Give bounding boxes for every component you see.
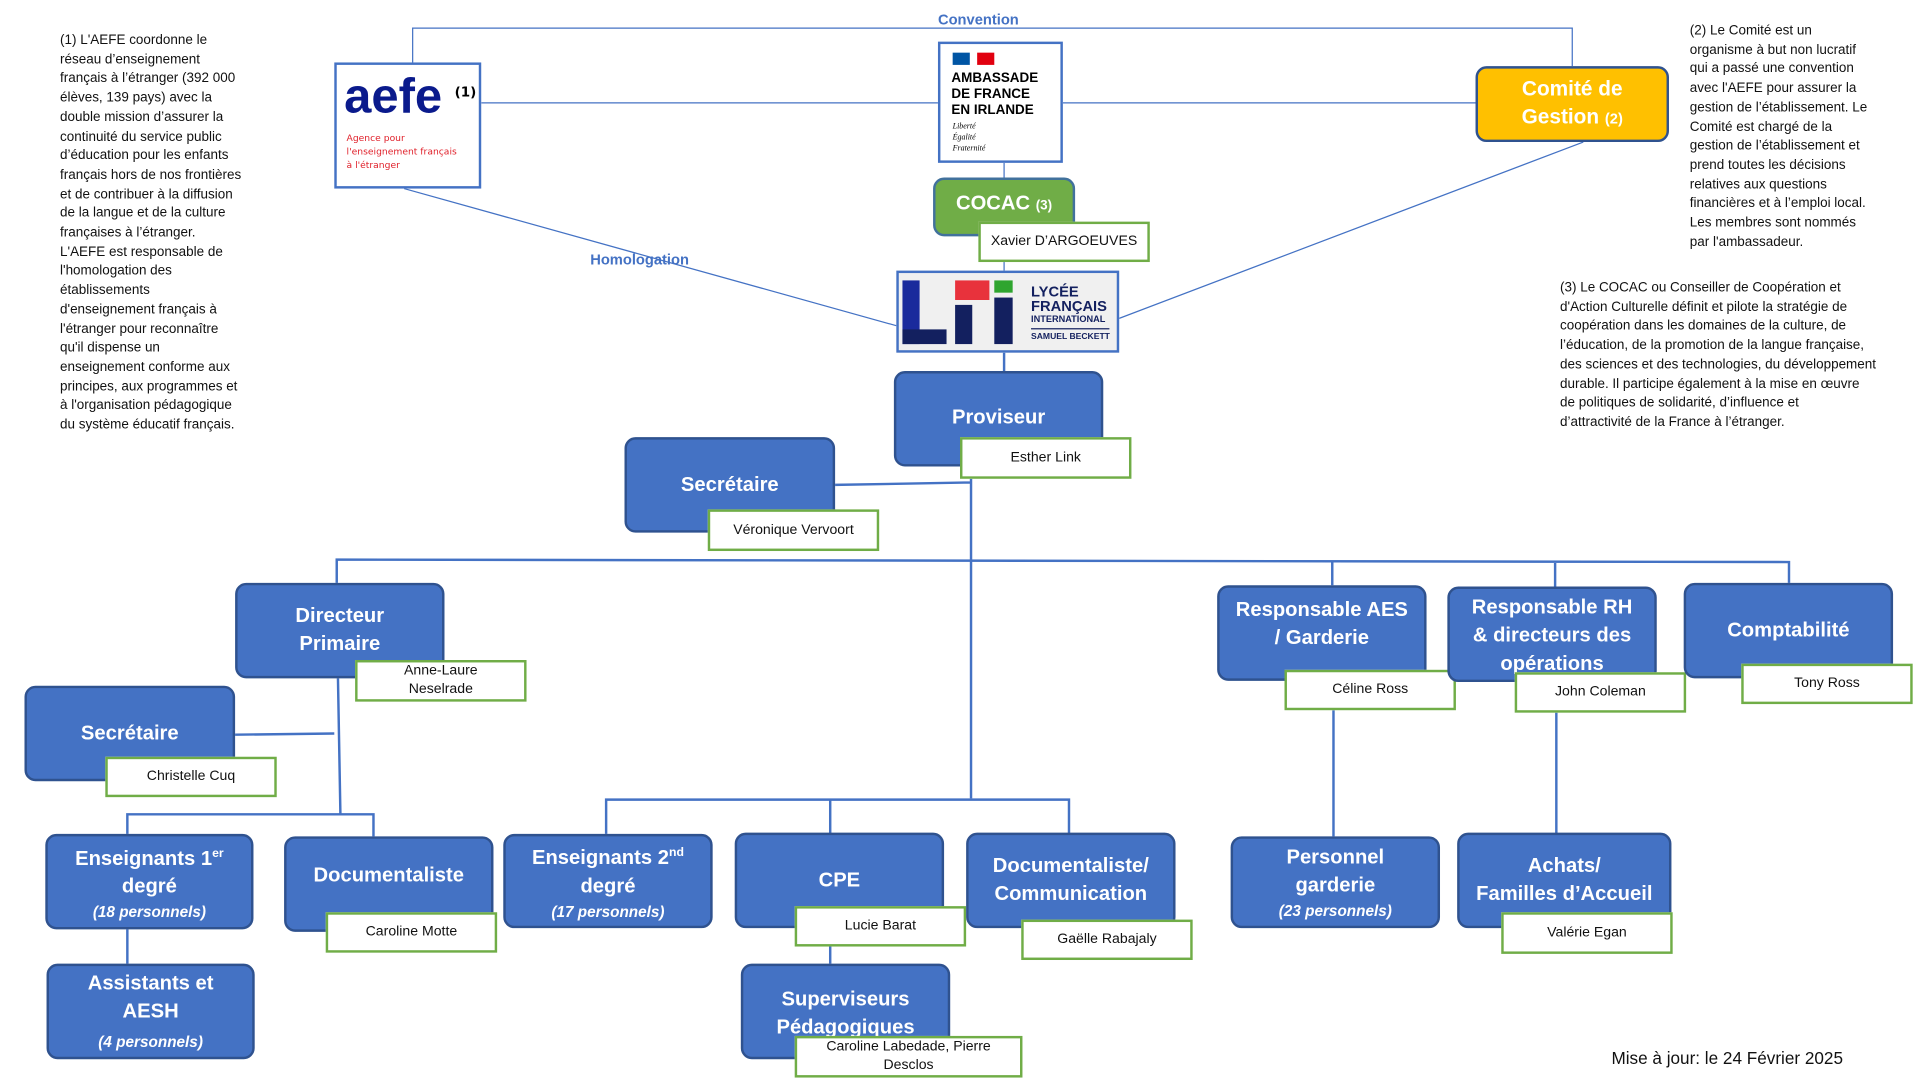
assistants-aesh-box[interactable]: Assistants et AESH (4 personnels) (46, 963, 255, 1060)
proviseur-name: Esther Link (960, 437, 1132, 479)
rh-title: Responsable RH & directeurs des opératio… (1471, 596, 1633, 675)
lfi-logo: LYCÉE FRANÇAIS INTERNATIONAL SAMUEL BECK… (896, 270, 1120, 353)
ens1-title: Enseignants 1er (75, 847, 224, 870)
lfi-mark-green (994, 280, 1013, 293)
lfi-text: LYCÉE FRANÇAIS INTERNATIONAL SAMUEL BECK… (1031, 282, 1110, 342)
comite-title: Comité de Gestion (2) (1521, 77, 1623, 129)
ens2-title2: degré (580, 875, 636, 898)
responsable-aes-box[interactable]: Responsable AES / Garderie (1217, 585, 1427, 681)
ens2-title: Enseignants 2nd (531, 846, 684, 870)
ambassade-logo: AMBASSADE DE FRANCE EN IRLANDE Liberté É… (937, 41, 1063, 163)
garderie-title: Personnel garderie (1286, 845, 1385, 896)
aefe-footnote: (1) L'AEFE coordonne le réseau d’enseign… (60, 33, 242, 433)
assistants-title: Assistants et AESH (87, 972, 214, 1023)
cocac-title: COCAC (955, 191, 1031, 214)
documentaliste-communication-box[interactable]: Documentaliste/ Communication (966, 832, 1176, 929)
documentaliste-name: Caroline Motte (325, 912, 498, 953)
enseignants-2nd-degre-box[interactable]: Enseignants 2nd degré (17 personnels) (503, 833, 713, 929)
achats-familles-name: Valérie Egan (1501, 912, 1673, 954)
cocac-name: Xavier D’ARGOEUVES (978, 221, 1150, 263)
superviseurs-title: Superviseurs Pédagogiques (776, 988, 915, 1039)
ens1-title2: degré (121, 875, 177, 898)
cpe-title: CPE (818, 868, 861, 891)
proviseur-title: Proviseur (951, 405, 1046, 428)
responsable-rh-name: John Coleman (1514, 672, 1687, 713)
compta-title: Comptabilité (1727, 618, 1850, 642)
responsable-aes-name: Céline Ross (1284, 669, 1456, 711)
directeur-name: Anne-Laure Neselrade (355, 660, 527, 702)
directeur-title: Directeur Primaire (295, 604, 385, 656)
cocac-ref: (3) (1035, 197, 1053, 213)
lfi-mark-base (902, 329, 947, 345)
lfi-mark-f (955, 304, 973, 345)
secretaire2-title: Secrétaire (80, 721, 179, 744)
comite-de-gestion-box[interactable]: Comité de Gestion (2) (1475, 66, 1669, 143)
secretaire-name: Véronique Vervoort (707, 509, 880, 552)
personnel-garderie-box[interactable]: Personnel garderie (23 personnels) (1230, 836, 1441, 929)
aefe-ref: (1) (454, 84, 477, 101)
cocac-footnote: (3) Le COCAC ou Conseiller de Coopératio… (1560, 280, 1877, 430)
aefe-tagline: Agence pour l'enseignement français à l'… (346, 132, 457, 171)
secretaire-title: Secrétaire (680, 473, 779, 496)
aefe-wordmark: aefe (344, 69, 443, 124)
assistants-count: (4 personnels) (98, 1033, 203, 1051)
cpe-name: Lucie Barat (794, 906, 967, 947)
flag-icon (952, 52, 970, 65)
doccom-title: Documentaliste/ Communication (992, 854, 1149, 905)
convention-label: Convention (937, 11, 1019, 29)
lfi-mark-i (994, 297, 1013, 345)
update-date: Mise à jour: le 24 Février 2025 (1611, 1048, 1843, 1068)
lfi-mark-l (902, 280, 920, 345)
ambassade-title: AMBASSADE DE FRANCE EN IRLANDE (951, 71, 1039, 118)
comite-footnote: (2) Le Comité est un organisme à but non… (1689, 23, 1868, 250)
comptabilite-name: Tony Ross (1741, 663, 1913, 705)
homologation-label: Homologation (590, 251, 689, 269)
responsable-rh-box[interactable]: Responsable RH & directeurs des opératio… (1447, 586, 1657, 683)
documentaliste-communication-name: Gaëlle Rabajaly (1021, 919, 1193, 961)
aefe-logo: aefe (1) Agence pour l'enseignement fran… (334, 62, 482, 189)
aes-title: Responsable AES / Garderie (1235, 598, 1408, 649)
lfi-mark-red (955, 280, 990, 301)
ens1-count: (18 personnels) (92, 903, 206, 922)
comptabilite-box[interactable]: Comptabilité (1683, 582, 1894, 679)
garderie-count: (23 personnels) (1278, 901, 1392, 919)
flag-red (977, 52, 995, 65)
doc-title: Documentaliste (313, 863, 465, 886)
ambassade-motto: Liberté Égalité Fraternité (952, 122, 986, 154)
achats-title: Achats/ Familles d’Accueil (1476, 854, 1653, 905)
secretaire-primaire-name: Christelle Cuq (105, 756, 277, 798)
enseignants-1er-degre-box[interactable]: Enseignants 1er degré (18 personnels) (45, 833, 254, 930)
superviseurs-name: Caroline Labedade, Pierre Desclos (794, 1035, 1023, 1078)
ens2-count: (17 personnels) (551, 903, 665, 921)
